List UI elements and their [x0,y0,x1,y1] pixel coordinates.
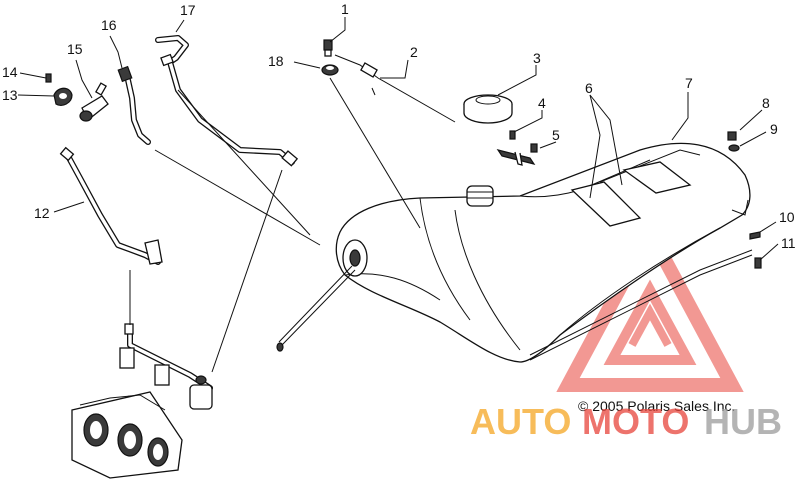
callout-8: 8 [762,95,770,111]
vent-line-edge [529,254,753,361]
sender-rod [276,265,356,352]
watermark-logo [556,217,744,392]
fuel-rail [119,323,213,410]
callout-3: 3 [533,50,541,66]
fuel-hose-12 [59,146,163,265]
callout-13: 13 [2,87,18,103]
mount-screws [749,231,762,269]
watermark-moto: MOTO [582,401,689,442]
fuel-hose-16 [117,65,151,145]
callout-9: 9 [770,121,778,137]
callout-18: 18 [268,53,284,69]
callout-11: 11 [781,235,796,251]
callout-15: 15 [67,41,83,57]
gas-cap [463,94,513,124]
vent-fitting [323,39,333,57]
grommet [321,64,339,76]
watermark-hub: HUB [704,401,782,442]
fuel-hose-17 [155,35,299,167]
filter-clamp [45,73,73,107]
callout-5: 5 [552,127,560,143]
tank-nut-washer [727,131,740,152]
throttle-body [71,391,183,479]
vent-line-assembly [334,54,456,123]
tank-bracket [496,130,538,166]
watermark-auto: AUTO [470,401,571,442]
callout-7: 7 [685,75,693,91]
callout-4: 4 [538,95,546,111]
fuel-filter [79,82,109,122]
callout-16: 16 [101,17,117,33]
callout-12: 12 [34,205,50,221]
watermark-text: AUTO MOTO HUB [470,401,782,442]
callout-1: 1 [341,1,349,17]
fuel-tank [335,142,751,363]
callout-14: 14 [2,64,18,80]
callout-17: 17 [180,2,196,18]
callout-10: 10 [779,209,795,225]
callout-2: 2 [410,44,418,60]
vent-line [529,249,753,356]
leader-lines [17,17,779,373]
callout-6: 6 [585,80,593,96]
copyright-notice: © 2005 Polaris Sales Inc. [578,398,735,414]
